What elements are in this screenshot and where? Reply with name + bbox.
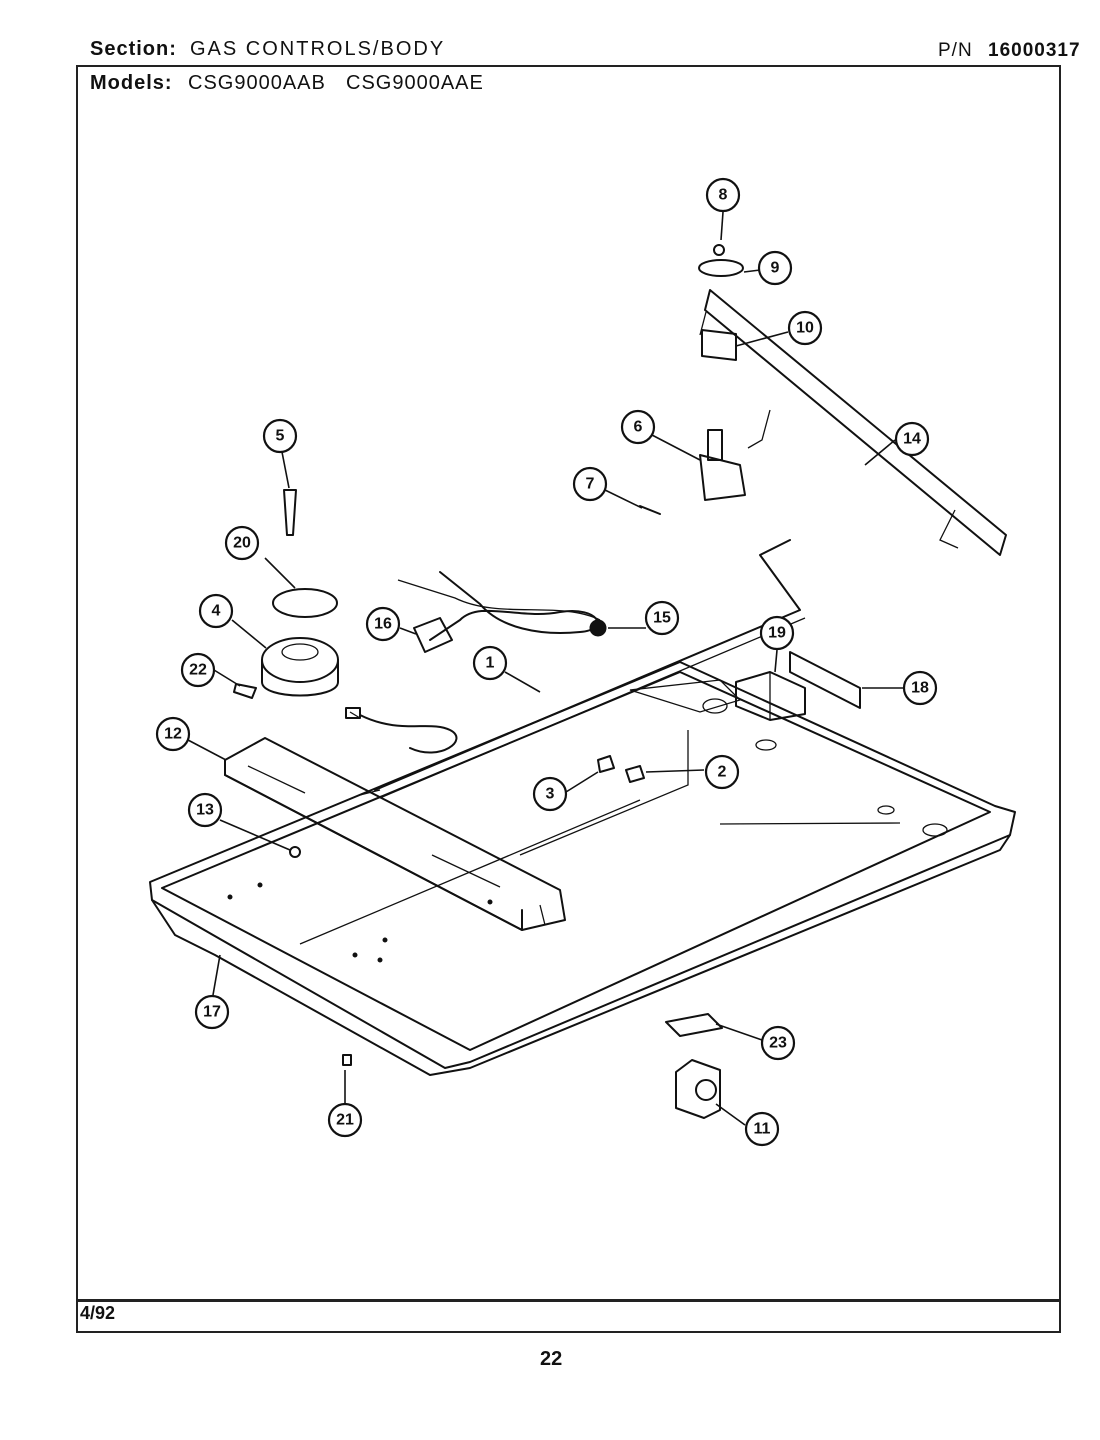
svg-text:14: 14	[903, 431, 921, 448]
callout-14: 14	[894, 421, 930, 457]
svg-text:3: 3	[546, 786, 555, 803]
part-number-value: 16000317	[988, 40, 1081, 61]
callout-7: 7	[572, 466, 608, 502]
callout-8: 8	[705, 177, 741, 213]
page-number: 22	[540, 1348, 563, 1370]
body-tray	[149, 661, 1016, 1076]
callout-22: 22	[180, 652, 216, 688]
callout-5: 5	[262, 418, 298, 454]
callout-13: 13	[187, 792, 223, 828]
callout-20: 20	[224, 525, 260, 561]
svg-text:8: 8	[719, 187, 728, 204]
callout-1: 1	[472, 645, 508, 681]
svg-text:1: 1	[486, 655, 495, 672]
callout-2: 2	[704, 754, 740, 790]
callout-9: 9	[757, 250, 793, 286]
section-label: Section:	[90, 38, 177, 60]
model-number: CSG9000AAE	[346, 72, 484, 94]
section-title: GAS CONTROLS/BODY	[190, 38, 446, 60]
models-label: Models:	[90, 72, 173, 94]
svg-text:23: 23	[769, 1035, 787, 1052]
svg-text:13: 13	[196, 802, 214, 819]
manifold-pipe	[345, 539, 806, 799]
valve-assembly	[639, 244, 1007, 556]
callout-21: 21	[327, 1102, 363, 1138]
svg-text:4: 4	[212, 603, 221, 620]
small-parts	[233, 489, 645, 1066]
power-cord	[397, 571, 601, 653]
callout-19: 19	[759, 615, 795, 651]
svg-text:17: 17	[203, 1004, 221, 1021]
svg-text:21: 21	[336, 1112, 354, 1129]
callout-16: 16	[365, 606, 401, 642]
ignition-module	[261, 588, 339, 697]
svg-text:20: 20	[233, 535, 251, 552]
footer-bar	[76, 1300, 1061, 1333]
svg-text:10: 10	[796, 320, 814, 337]
svg-text:19: 19	[768, 625, 786, 642]
svg-text:22: 22	[189, 662, 207, 679]
svg-text:6: 6	[634, 419, 643, 436]
svg-text:9: 9	[771, 260, 780, 277]
model-number: CSG9000AAB	[188, 72, 326, 94]
callout-23: 23	[760, 1025, 796, 1061]
leader-lines	[187, 211, 904, 1126]
svg-text:7: 7	[586, 476, 595, 493]
callout-10: 10	[787, 310, 823, 346]
svg-text:18: 18	[911, 680, 929, 697]
revision-date: 4/92	[80, 1303, 116, 1323]
callout-4: 4	[198, 593, 234, 629]
svg-text:12: 12	[164, 726, 182, 743]
callout-11: 11	[744, 1111, 780, 1147]
panel-and-box	[735, 651, 861, 721]
callout-18: 18	[902, 670, 938, 706]
callout-6: 6	[620, 409, 656, 445]
callout-3: 3	[532, 776, 568, 812]
svg-text:15: 15	[653, 610, 671, 627]
callout-12: 12	[155, 716, 191, 752]
callout-15: 15	[644, 600, 680, 636]
svg-text:2: 2	[718, 764, 727, 781]
front-bracket	[224, 737, 566, 931]
svg-text:16: 16	[374, 616, 392, 633]
part-number-label: P/N	[938, 40, 973, 61]
callout-17: 17	[194, 994, 230, 1030]
regulator	[665, 1013, 723, 1119]
svg-text:11: 11	[754, 1121, 771, 1138]
svg-text:5: 5	[276, 428, 285, 445]
